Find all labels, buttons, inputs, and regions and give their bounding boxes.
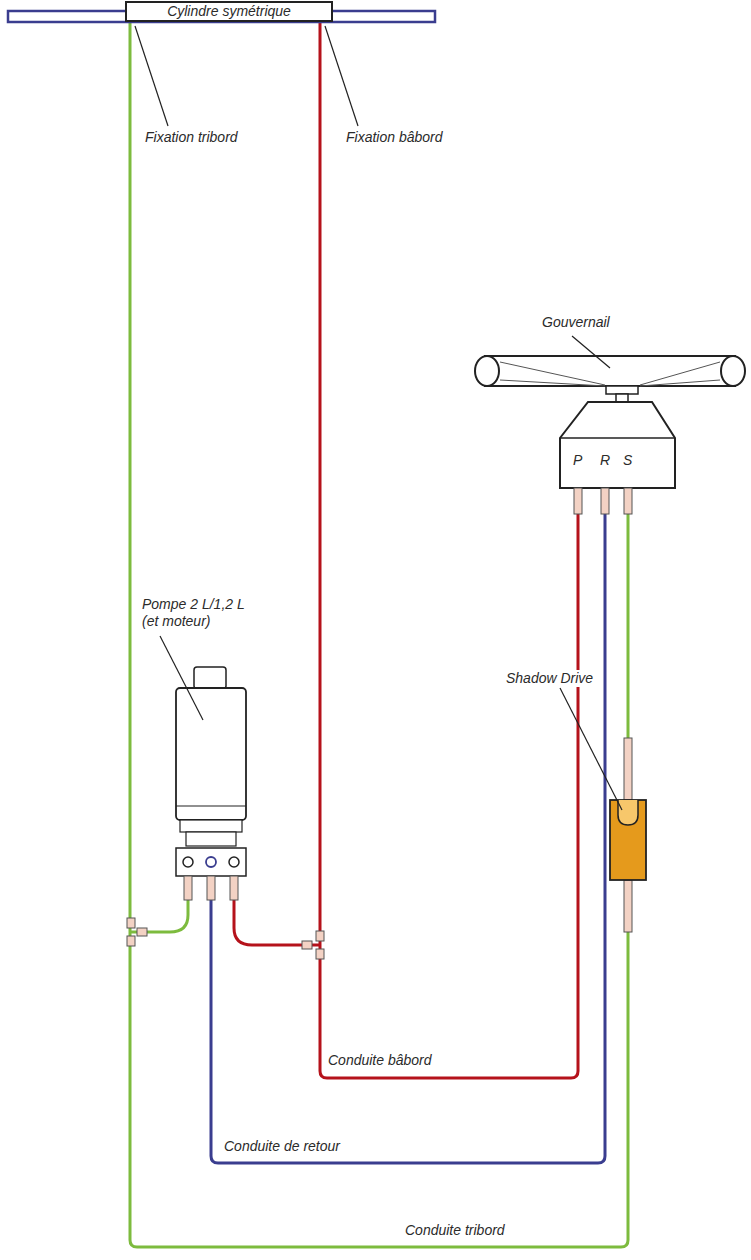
pump-port-branch — [234, 900, 320, 945]
port-letter: S — [623, 452, 632, 469]
hydraulic-line-path — [320, 22, 578, 1078]
line-label: Conduite bâbord — [326, 1052, 434, 1069]
pump-starboard-branch — [131, 900, 188, 932]
hydraulic-line-path — [130, 22, 628, 1247]
part-label: Conduite de retour — [222, 1138, 342, 1155]
cylinder-box: Cylindre symétrique — [125, 1, 333, 22]
shadow-drive — [610, 738, 646, 932]
port-letter: R — [600, 452, 610, 469]
hydraulic-line — [130, 22, 628, 1247]
port-letter: P — [573, 452, 582, 469]
part-label: Shadow Drive — [504, 670, 595, 687]
hydraulic-line — [320, 22, 578, 1078]
pump-motor — [176, 667, 246, 900]
helm-port-block: P RS — [560, 440, 675, 488]
part-label: Pompe 2 L/1,2 L (et moteur) — [140, 596, 266, 630]
leader-lines — [135, 26, 622, 810]
helm-wheel — [475, 356, 745, 514]
part-label: Fixation bâbord — [344, 129, 445, 146]
line-label: Conduite tribord — [403, 1222, 507, 1239]
tee-fittings — [127, 918, 324, 959]
node-title: Cylindre symétrique — [167, 3, 291, 20]
part-label: Fixation tribord — [143, 129, 240, 146]
return-line — [211, 510, 605, 1163]
part-label: Gouvernail — [540, 314, 612, 331]
